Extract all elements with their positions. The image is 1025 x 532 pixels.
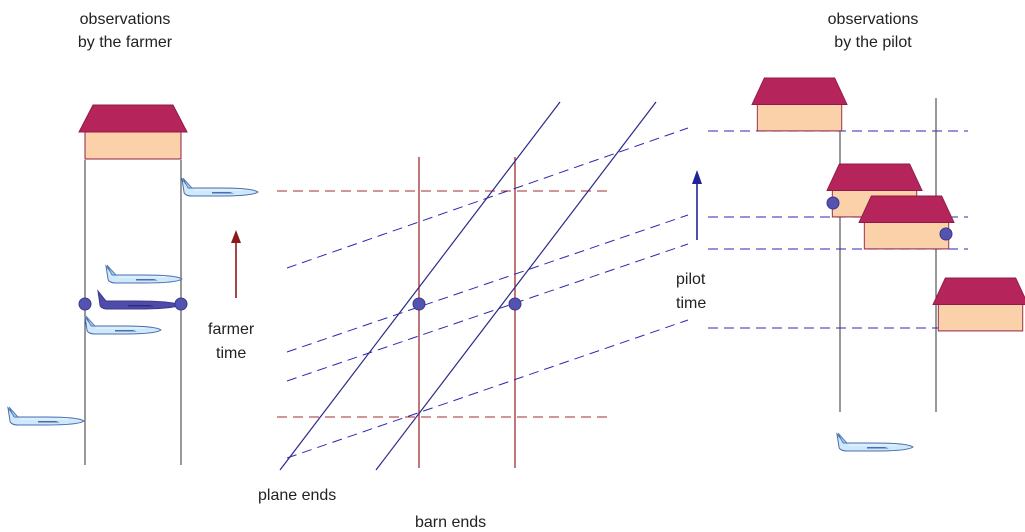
farmer-time-label-line1: farmer (208, 321, 255, 338)
event-dot-icon (940, 228, 952, 240)
barn-icon (79, 105, 187, 159)
plane-worldline (280, 102, 560, 470)
barn-icon (933, 278, 1025, 331)
airplane-icon (85, 316, 161, 334)
farmer-panel: farmer time (8, 105, 258, 465)
airplane-icon (98, 291, 180, 309)
barn-icon (859, 196, 954, 249)
airplane-icon (182, 178, 258, 196)
pilot-heading-line1: observations (828, 11, 919, 28)
farmer-heading: observations by the farmer (78, 11, 173, 51)
farmer-time-label-line2: time (216, 345, 246, 362)
event-dot-icon (827, 197, 839, 209)
barn-icon (752, 78, 847, 131)
pilot-time-label-line1: pilot (676, 271, 706, 288)
arrow-up-icon (692, 170, 702, 184)
event-dot-icon (509, 298, 521, 310)
spacetime-diagram: plane ends barn ends (258, 102, 688, 531)
farmer-heading-line2: by the farmer (78, 34, 173, 51)
event-dot-icon (413, 298, 425, 310)
airplane-icon (8, 407, 84, 425)
plane-ends-label: plane ends (258, 487, 336, 504)
airplane-icon (106, 265, 182, 283)
pilot-simultaneity-line (287, 244, 688, 381)
arrow-up-icon (231, 230, 241, 243)
event-dot-icon (175, 298, 187, 310)
pilot-heading: observations by the pilot (828, 11, 919, 51)
airplane-icon (837, 433, 913, 451)
pilot-panel: pilot time (676, 78, 1025, 451)
pilot-simultaneity-line (287, 320, 688, 458)
event-dot-icon (79, 298, 91, 310)
farmer-heading-line1: observations (80, 11, 171, 28)
barn-ends-label: barn ends (415, 514, 486, 531)
pilot-simultaneity-line (287, 215, 688, 352)
pilot-time-label-line2: time (676, 295, 706, 312)
plane-worldline (376, 102, 656, 470)
pilot-heading-line2: by the pilot (834, 34, 912, 51)
